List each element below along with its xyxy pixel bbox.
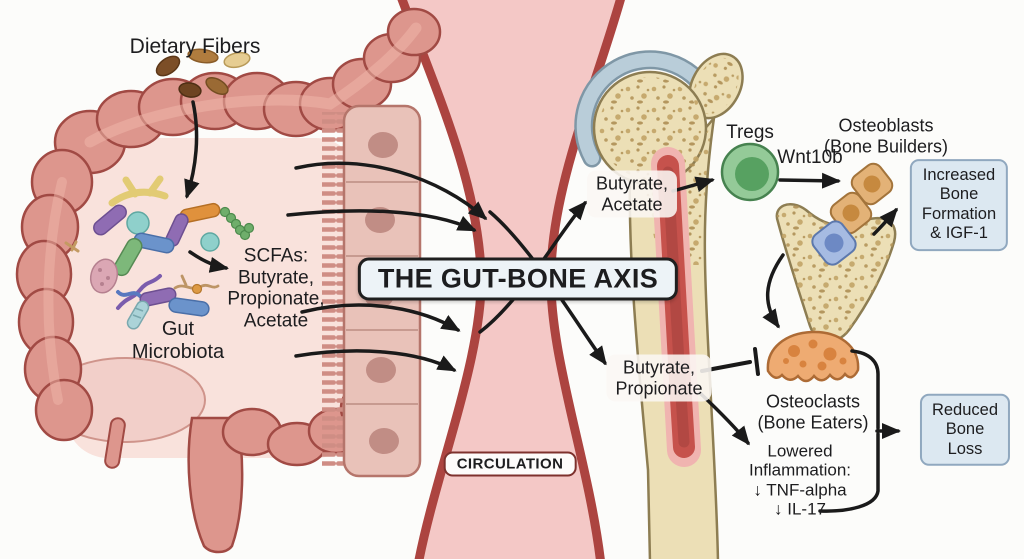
yeast-branch-icon xyxy=(108,175,169,207)
gut-microbiota-label: Gut Microbiota xyxy=(131,318,225,363)
striped-bacterium-icon xyxy=(126,300,150,330)
coccus-icon xyxy=(126,211,150,235)
dietary-fibers-label: Dietary Fibers xyxy=(129,35,261,59)
reduced-bone-loss-box: Reduced Bone Loss xyxy=(919,393,1011,467)
arrow-osteoblasts-to-formation xyxy=(872,207,898,236)
brace-to-reduced-bone-loss xyxy=(818,349,901,513)
osteoclast-cell xyxy=(766,330,860,383)
arrow-wnt10b xyxy=(778,172,841,189)
butyrate-propionate-label: Butyrate, Propionate xyxy=(606,354,712,402)
trabecular-bone-fragment xyxy=(775,203,897,343)
arrow-gut-to-circulation-1 xyxy=(294,161,488,220)
dietary-fiber-particles xyxy=(155,48,251,98)
textured-microbe-icon xyxy=(89,258,119,294)
streptococcus-chain-icon xyxy=(219,206,255,241)
bacterium-rod-icon xyxy=(168,297,210,317)
diagram-title: THE GUT-BONE AXIS xyxy=(357,257,679,301)
butyrate-acetate-label: Butyrate, Acetate xyxy=(586,170,678,218)
arrow-gut-to-circulation-2 xyxy=(286,209,477,232)
increased-bone-formation-box: Increased Bone Formation & IGF-1 xyxy=(909,159,1009,251)
wnt10b-label: Wnt10b xyxy=(777,147,843,169)
osteoclasts-label: Osteoclasts (Bone Eaters) xyxy=(757,391,869,432)
fungus-squiggle-icon xyxy=(173,274,220,295)
tregs-label: Tregs xyxy=(726,122,774,144)
arrow-gut-to-circulation-3 xyxy=(300,303,461,332)
arrow-bone-to-osteoclast xyxy=(762,253,785,329)
scfas-label: SCFAs: Butyrate, Propionate, Acetate xyxy=(227,245,325,332)
arrow-to-tregs xyxy=(671,176,715,193)
gut-microbiota-icons xyxy=(64,175,255,330)
bacterium-rod-icon xyxy=(139,287,177,307)
osteoblasts-label: Osteoblasts (Bone Builders) xyxy=(823,115,949,156)
treg-cell xyxy=(720,142,780,202)
arrow-gut-to-circulation-4 xyxy=(294,349,457,372)
microbe-twig-icon xyxy=(64,240,80,253)
arrow-fibers-to-gut xyxy=(184,100,200,199)
arrow-microbiota-to-scfas xyxy=(188,250,229,273)
inflammation-label: Lowered Inflammation: ↓ TNF-alpha ↓ IL-1… xyxy=(748,441,852,519)
circulation-label: CIRCULATION xyxy=(443,451,577,477)
coccus-icon xyxy=(200,232,220,252)
osteoblast-cells xyxy=(811,162,894,266)
bacterium-rod-icon xyxy=(93,204,127,236)
